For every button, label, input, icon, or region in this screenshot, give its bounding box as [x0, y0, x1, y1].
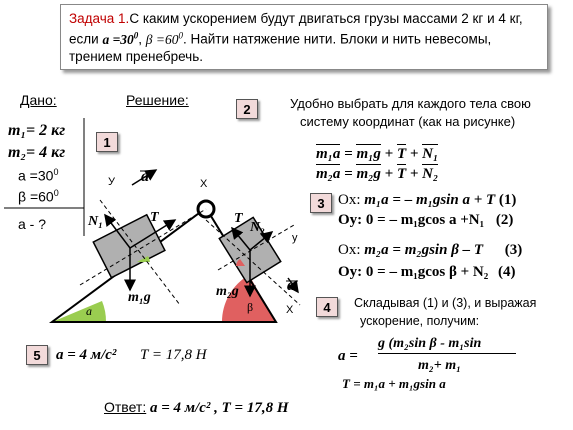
angle-label-alpha: a: [86, 304, 92, 318]
force-label-T2: T: [234, 211, 243, 226]
final-numerator: g (m₂sin β - m₁sin: [378, 336, 516, 354]
y-axis-block2: [217, 224, 295, 271]
projection-eq-2: Oy: 0 = – m₁gcos a +N₁ (2): [338, 212, 514, 228]
force-label-m2g: m₂g: [216, 284, 239, 299]
projection-eq-3: Ox: m₂a = m₂gsin β – T (3): [338, 242, 523, 258]
step2-line1: Удобно выбрать для каждого тела свою: [290, 96, 531, 111]
axis-label-x2: Х: [286, 304, 294, 316]
axis-label-y1: У: [108, 176, 115, 188]
vector-equation-2: m₂a = m₂g + T + N₂: [316, 166, 439, 182]
given-find: a - ?: [18, 216, 47, 232]
step4-line1: Складывая (1) и (3), и выражая: [354, 296, 537, 310]
accel-label-2: a: [287, 277, 295, 294]
angle-beta-wedge: [221, 275, 276, 322]
task-comma: ,: [138, 31, 146, 47]
result-tension: T = 17,8 Н: [140, 347, 207, 363]
answer-label: Ответ:: [104, 399, 147, 415]
step-5-badge: 5: [26, 345, 48, 365]
step-1-badge: 1: [96, 132, 118, 152]
projection-eq-1: Ox: m₁a = – m₁gsin a + T (1): [338, 192, 517, 208]
task-label: Задача 1.: [69, 11, 130, 26]
step4-line2: ускорение, получим:: [360, 314, 480, 328]
axis-label-y2: у: [292, 232, 298, 244]
answer-value: a = 4 м/с² , T = 17,8 Н: [146, 400, 289, 416]
accel-arrow-1: [131, 169, 158, 186]
result-acceleration: a = 4 м/с²: [56, 347, 117, 363]
force-label-m1g: m₁g: [128, 290, 151, 305]
given-alpha: a =300: [18, 167, 59, 184]
normal-arrow-2: [249, 231, 274, 251]
answer: Ответ: a = 4 м/с² , T = 17,8 Н: [104, 399, 289, 417]
angle-label-beta: β: [247, 300, 254, 314]
tension-formula: T = m₁a + m₁gsin a: [342, 376, 446, 391]
force-label-N2: N₂: [250, 220, 265, 235]
final-lhs: a =: [338, 348, 358, 364]
angle-alpha-wedge: [52, 301, 107, 322]
step-2-badge: 2: [236, 99, 258, 119]
projection-eq-4: Oy: 0 = – m₁gcos β + N₂ (4): [338, 264, 516, 280]
accel-arrow-2: [287, 277, 299, 294]
solution-header: Решение:: [126, 92, 189, 108]
given-m2: m₂= 4 кг: [8, 144, 66, 161]
axis-label-x1: Х: [200, 178, 208, 190]
vector-equation-1: m₁a = m₁g + T + N₁: [316, 146, 439, 162]
tension-arrow-2: [231, 226, 251, 251]
task-statement: Задача 1.С каким ускорением будут двигат…: [60, 4, 548, 70]
step-4-badge: 4: [316, 297, 338, 317]
task-beta: β =600: [145, 30, 183, 47]
given-header: Дано:: [20, 92, 57, 108]
task-text-2: . Найти натяжение нити. Блоки и нить нев…: [69, 31, 492, 64]
given-beta: β =600: [18, 188, 59, 205]
accel-label-1: a: [141, 168, 149, 185]
task-text-1: С каким ускорением будут двигаться грузы…: [69, 11, 523, 47]
force-label-N1: N₁: [88, 214, 103, 229]
step2-line2: систему координат (как на рисунке): [300, 114, 516, 129]
force-label-T1: T: [150, 210, 159, 225]
task-alpha: a =300: [102, 30, 139, 47]
tension-arrow-1: [129, 219, 177, 249]
normal-arrow-1: [104, 213, 131, 249]
x-axis-block2: [205, 219, 301, 306]
final-denominator: m₂+ m₁: [418, 358, 462, 373]
x-axis-block1: [79, 208, 207, 286]
step-3-badge: 3: [310, 193, 332, 213]
given-m1: m₁= 2 кг: [8, 122, 66, 139]
